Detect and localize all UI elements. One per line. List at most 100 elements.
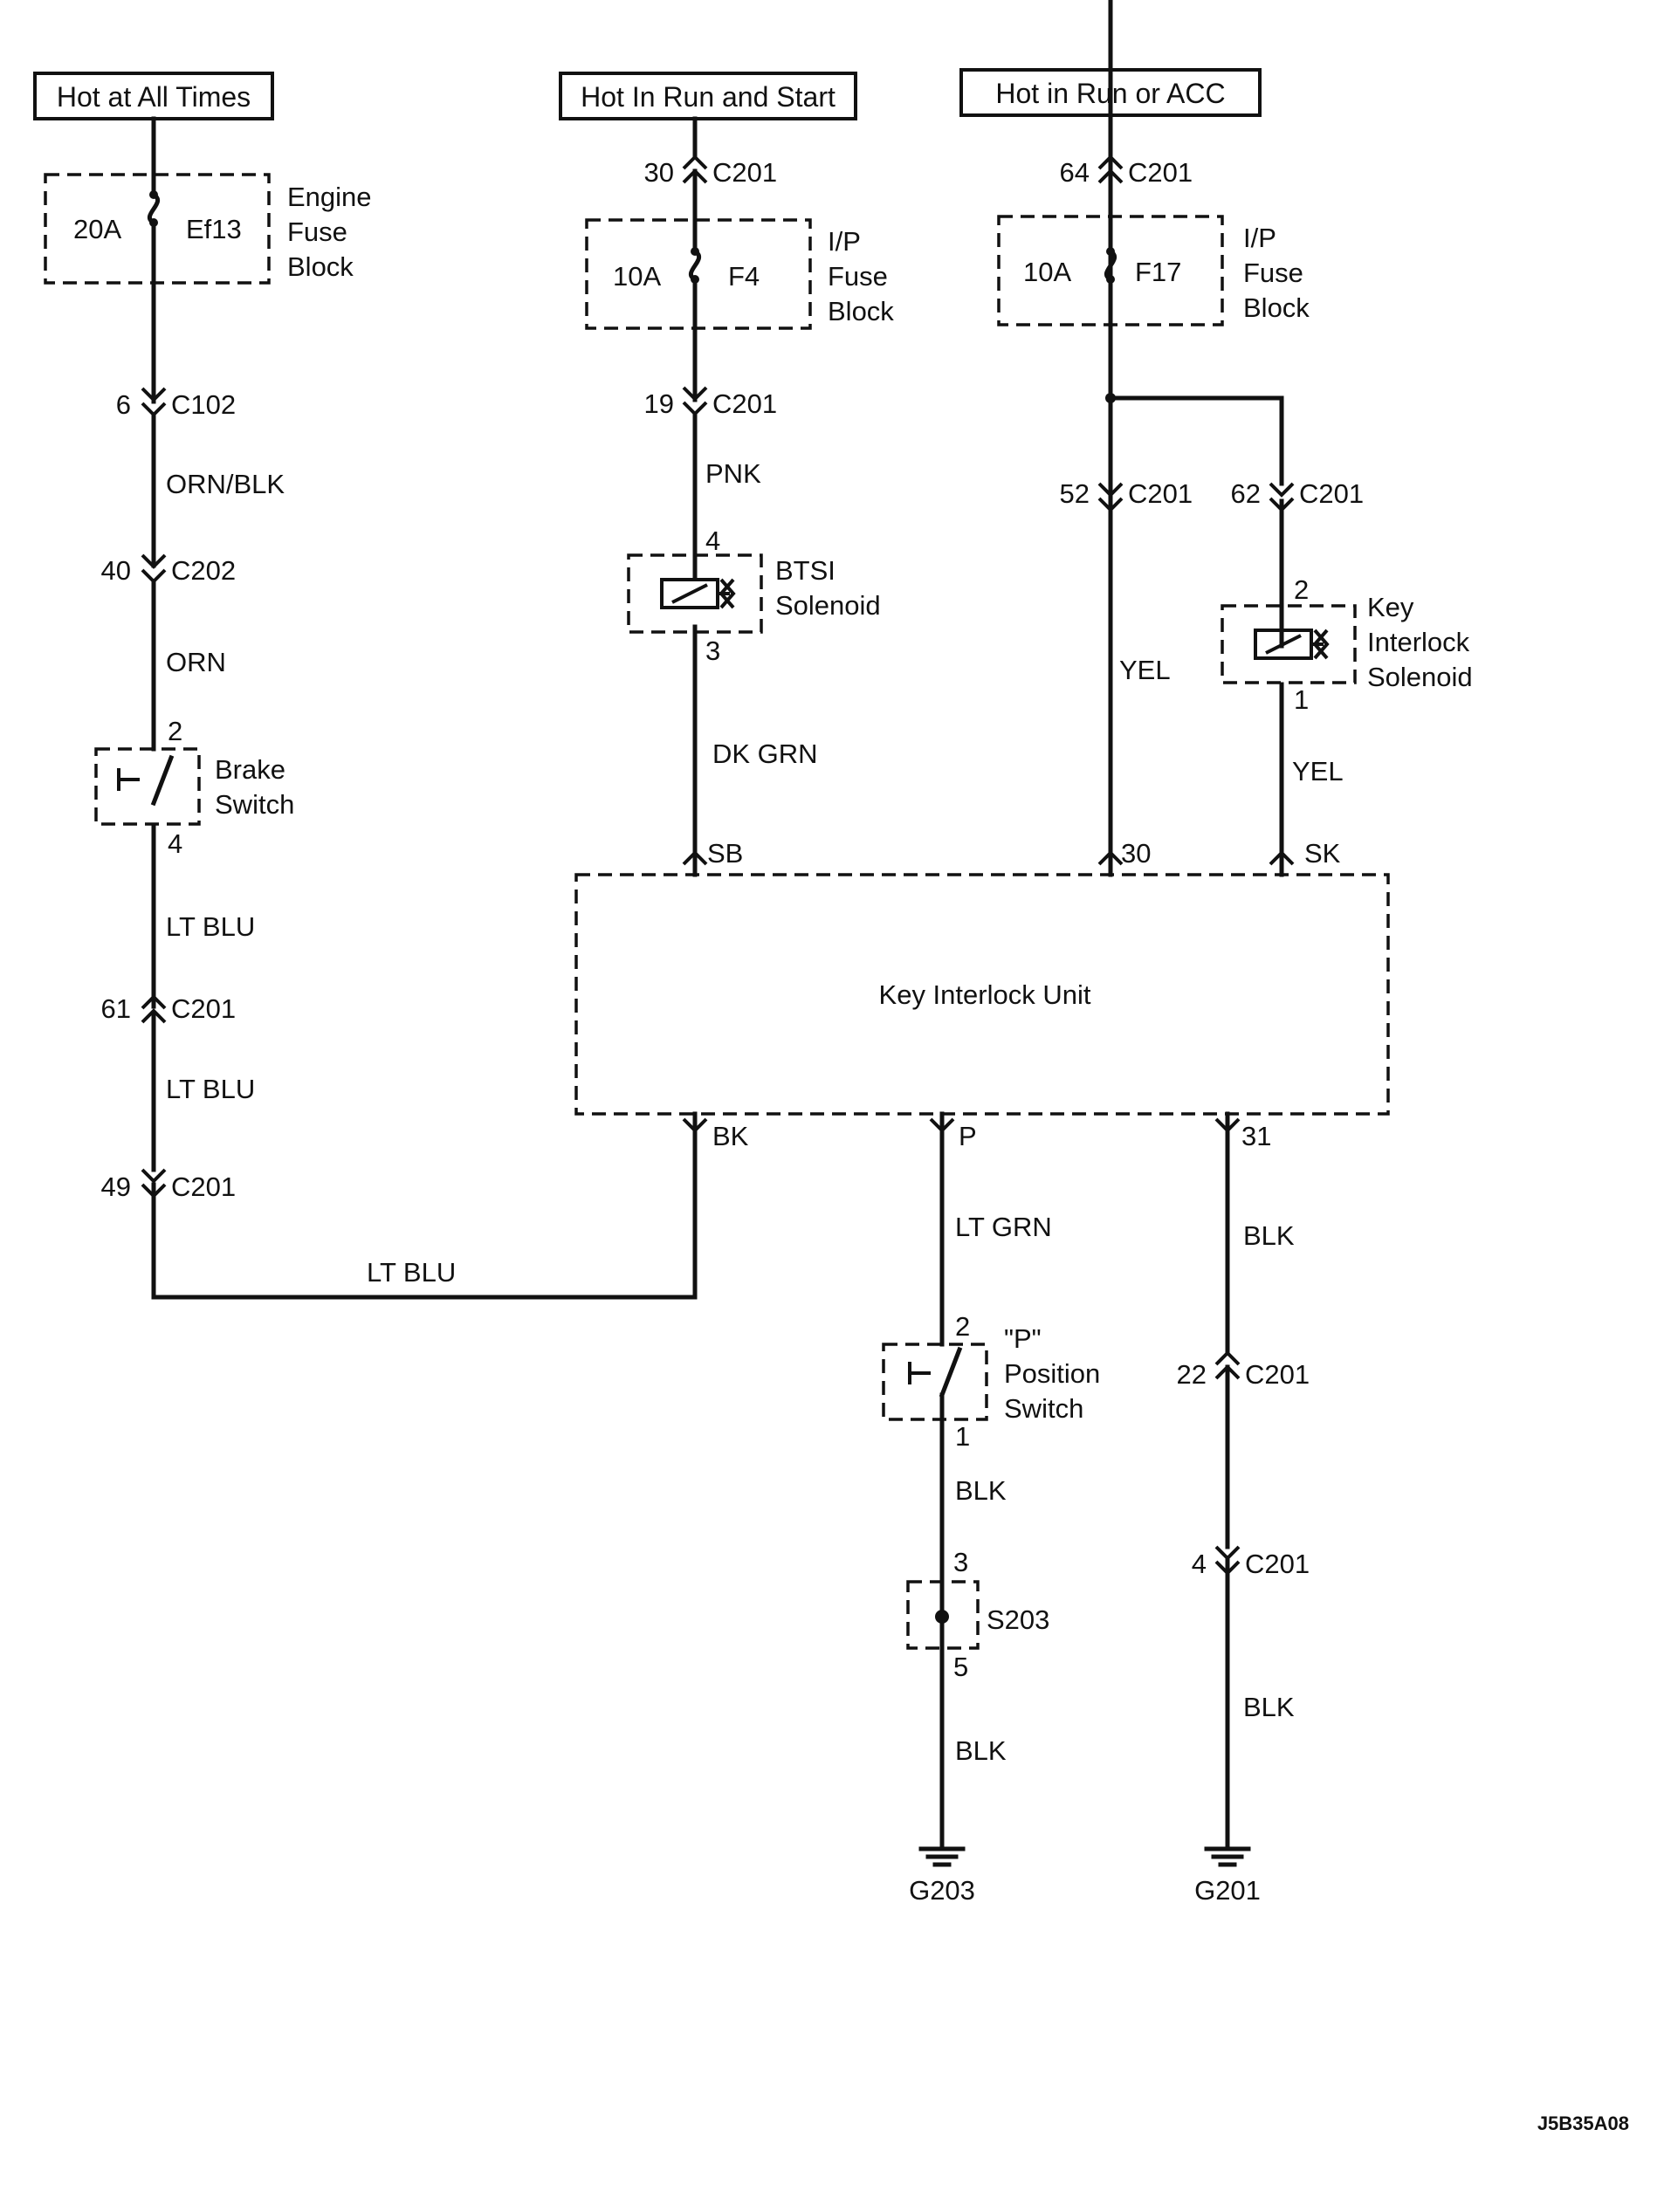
unit-pin-bk: BK: [682, 1111, 749, 1151]
source-label: Hot In Run and Start: [581, 81, 836, 113]
connector-c201-52: 52 C201: [1060, 478, 1193, 512]
wire-color-label: LT BLU: [367, 1257, 456, 1288]
fuse-id: Ef13: [186, 214, 242, 244]
unit-pin-p: P: [929, 1111, 977, 1151]
pin-label: P: [959, 1121, 977, 1151]
ip-fuse-block-f4: 10A F4 I/P Fuse Block: [585, 218, 894, 330]
ground-label: G203: [909, 1875, 975, 1906]
pin-label: 2: [168, 716, 182, 746]
key-interlock-solenoid: 2 1 Key Interlock Solenoid: [1221, 574, 1473, 715]
wire-color-label: YEL: [1119, 655, 1171, 685]
pin-label: 1: [955, 1421, 970, 1452]
pin-label: 2: [955, 1311, 970, 1342]
fuse-amp: 10A: [1023, 257, 1071, 287]
component-label-line: Switch: [1004, 1393, 1083, 1424]
connector-name: C201: [171, 1171, 236, 1202]
connector-c201-62: 62 C201: [1231, 478, 1364, 512]
fuse-amp: 20A: [73, 214, 121, 244]
connector-name: C201: [1128, 157, 1193, 188]
component-label-line: Key: [1367, 592, 1414, 622]
connector-c202-40: 40 C202: [101, 553, 236, 586]
source-hot-in-run-and-start: Hot In Run and Start: [559, 72, 857, 120]
key-interlock-unit: Key Interlock Unit SB 30 SK BK P: [574, 838, 1390, 1151]
connector-c201-19: 19 C201: [644, 386, 777, 419]
engine-fuse-block: 20A Ef13 Engine Fuse Block: [44, 173, 372, 285]
component-label-line: Solenoid: [775, 590, 881, 621]
wire-color-label: BLK: [955, 1475, 1007, 1506]
connector-c201-64: 64 C201: [1060, 155, 1193, 188]
connector-pin: 52: [1060, 478, 1090, 509]
fuse-block-label-line: Fuse: [828, 261, 888, 292]
connector-pin: 40: [101, 555, 131, 586]
connector-c201-61: 61 C201: [101, 993, 237, 1024]
fuse-block-label-line: Engine: [287, 182, 372, 212]
component-label-line: Switch: [215, 789, 294, 820]
connector-pin: 22: [1177, 1359, 1207, 1390]
connector-name: C201: [1245, 1549, 1310, 1579]
pin-label: 3: [953, 1547, 968, 1577]
fuse-block-label-line: Block: [287, 251, 354, 282]
connector-pin: 30: [644, 157, 674, 188]
connector-name: C201: [1299, 478, 1364, 509]
wire-color-label: ORN: [166, 647, 226, 677]
fuse-amp: 10A: [613, 261, 661, 292]
connector-pin: 19: [644, 388, 674, 419]
connector-pin: 62: [1231, 478, 1261, 509]
wire-color-label: LT BLU: [166, 911, 255, 942]
ground-label: G201: [1194, 1875, 1261, 1906]
connector-pin: 61: [101, 993, 131, 1024]
connector-name: C201: [712, 157, 777, 188]
connector-c201-4: 4 C201: [1192, 1545, 1310, 1579]
connector-c102-6: 6 C102: [116, 387, 236, 420]
fuse-block-label-line: Fuse: [1243, 258, 1303, 288]
pin-label: 4: [168, 828, 182, 859]
wire-color-label: BLK: [1243, 1220, 1295, 1251]
splice-s203: 3 5 S203: [906, 1547, 1049, 1682]
pin-label: 31: [1241, 1121, 1271, 1151]
unit-pin-sb: SB: [682, 838, 743, 877]
connector-name: C201: [1245, 1359, 1310, 1390]
pin-label: 4: [705, 526, 720, 556]
component-label-line: BTSI: [775, 555, 836, 586]
pin-label: 30: [1121, 838, 1151, 869]
wire-color-label: BLK: [1243, 1692, 1295, 1722]
pin-label: 2: [1294, 574, 1309, 605]
btsi-solenoid: 4 3 BTSI Solenoid: [627, 526, 881, 666]
wire-color-label: LT BLU: [166, 1074, 255, 1104]
unit-pin-30: 30: [1097, 838, 1151, 877]
component-label-line: "P": [1004, 1323, 1042, 1354]
fuse-block-label-line: Block: [1243, 292, 1310, 323]
wire-color-label: DK GRN: [712, 738, 818, 769]
column-3-wires: [1105, 0, 1284, 853]
pin-label: 3: [705, 635, 720, 666]
fuse-block-label-line: I/P: [1243, 223, 1276, 253]
splice-label: S203: [987, 1604, 1049, 1635]
pin-label: SK: [1304, 838, 1341, 869]
fuse-block-label-line: Block: [828, 296, 894, 326]
connector-pin: 6: [116, 389, 131, 420]
connector-c201-49: 49 C201: [101, 1168, 236, 1202]
connector-pin: 4: [1192, 1549, 1207, 1579]
fuse-id: F17: [1135, 257, 1181, 287]
unit-label: Key Interlock Unit: [879, 979, 1091, 1010]
brake-switch: 2 4 Brake Switch: [94, 716, 294, 859]
connector-name: C201: [1128, 478, 1193, 509]
connector-c201-22: 22 C201: [1177, 1350, 1310, 1390]
wire-color-label: LT GRN: [955, 1212, 1052, 1242]
ip-fuse-block-f17: 10A F17 I/P Fuse Block: [997, 215, 1310, 326]
fuse-id: F4: [728, 261, 760, 292]
ground-g201: G201: [1194, 1846, 1261, 1906]
source-label: Hot at All Times: [57, 81, 251, 113]
connector-name: C201: [712, 388, 777, 419]
connector-name: C202: [171, 555, 236, 586]
connector-name: C102: [171, 389, 236, 420]
connector-name: C201: [171, 993, 236, 1024]
component-label-line: Brake: [215, 754, 285, 785]
column-1-wires: [151, 116, 698, 1300]
component-label-line: Interlock: [1367, 627, 1470, 657]
ground-g203: G203: [909, 1846, 975, 1906]
component-label-line: Position: [1004, 1358, 1100, 1389]
figure-id: J5B35A08: [1537, 2112, 1629, 2134]
wire-color-label: ORN/BLK: [166, 469, 285, 499]
